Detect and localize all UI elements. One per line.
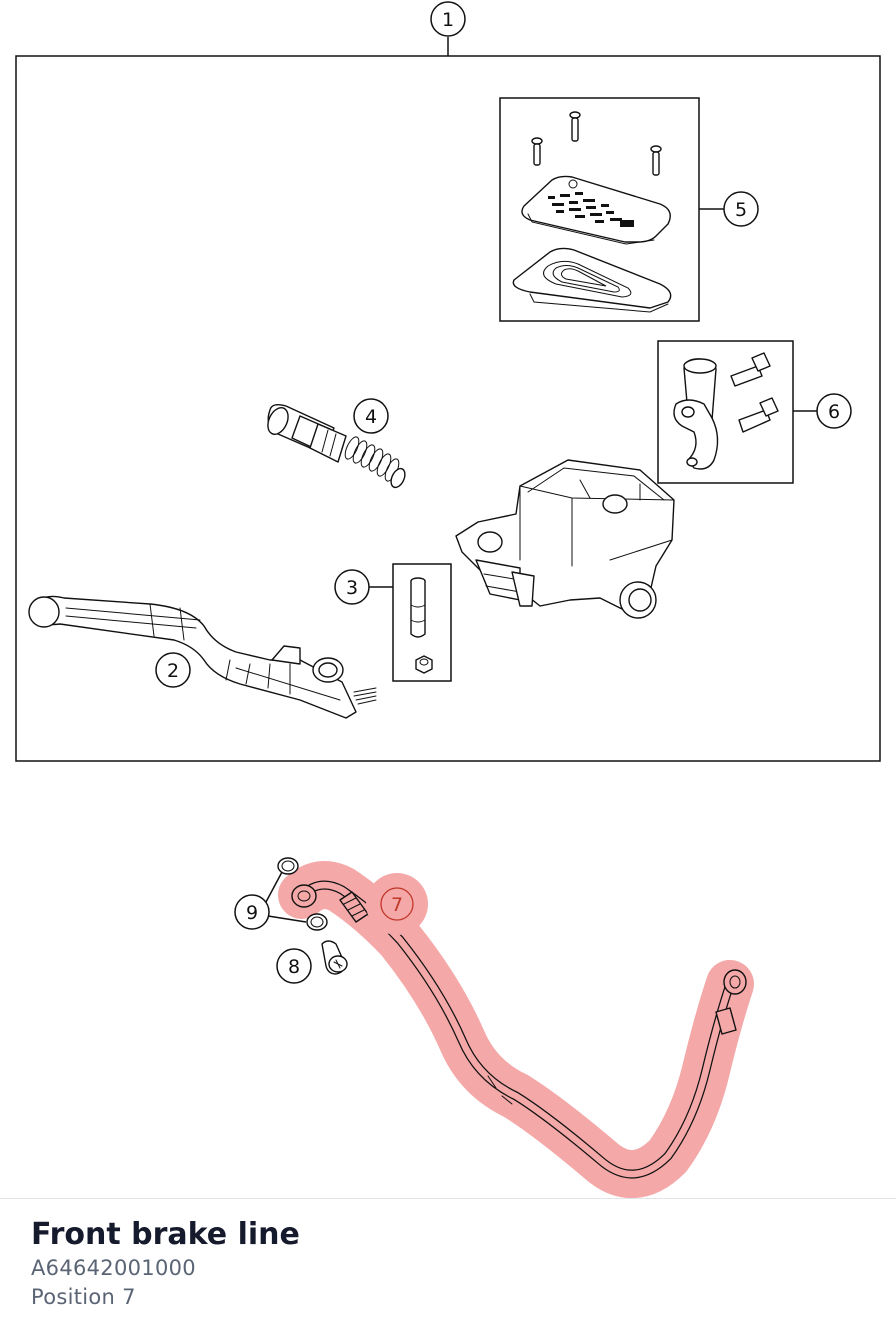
brake-lever[interactable] (28, 595, 377, 719)
callout-7-highlight (366, 873, 428, 935)
callout-5[interactable]: 5 (723, 191, 759, 227)
svg-text:8: 8 (288, 956, 300, 978)
reservoir-cover-kit[interactable] (512, 111, 672, 313)
callout-9[interactable]: 9 (234, 894, 270, 930)
svg-text:5: 5 (735, 199, 747, 221)
exploded-parts-diagram: 1 5 (15, 1, 881, 1198)
part-number: A64642001000 (31, 1256, 196, 1280)
svg-text:3: 3 (346, 577, 358, 599)
brake-master-cylinder[interactable] (455, 459, 675, 619)
callout-8[interactable]: 8 (276, 948, 312, 984)
pivot-pin-and-nut[interactable] (410, 577, 433, 674)
svg-text:6: 6 (828, 401, 840, 423)
piston-spring[interactable] (264, 403, 408, 490)
callout-3[interactable]: 3 (334, 569, 370, 605)
sealing-washers[interactable] (277, 857, 328, 931)
svg-text:1: 1 (442, 9, 454, 31)
part-position: Position 7 (31, 1285, 136, 1309)
svg-text:9: 9 (246, 902, 258, 924)
svg-text:7: 7 (391, 894, 403, 916)
clamp-kit-box (657, 340, 794, 484)
assembly-frame (15, 55, 881, 762)
part-title: Front brake line (31, 1217, 300, 1252)
brake-line-highlight (278, 861, 754, 1198)
callout-2[interactable]: 2 (155, 652, 191, 688)
callout-6[interactable]: 6 (816, 393, 852, 429)
callout-1[interactable]: 1 (430, 1, 466, 37)
banjo-bolt[interactable] (321, 940, 348, 975)
pivot-pin-box (392, 563, 452, 682)
handlebar-clamp-kit[interactable] (673, 352, 779, 470)
part-info-panel: Front brake line A64642001000 Position 7 (0, 1198, 896, 1336)
callout-4[interactable]: 4 (353, 398, 389, 434)
svg-text:4: 4 (365, 406, 377, 428)
svg-text:2: 2 (167, 660, 179, 682)
callout-7[interactable]: 7 (366, 873, 428, 935)
front-brake-line[interactable] (278, 861, 754, 1198)
